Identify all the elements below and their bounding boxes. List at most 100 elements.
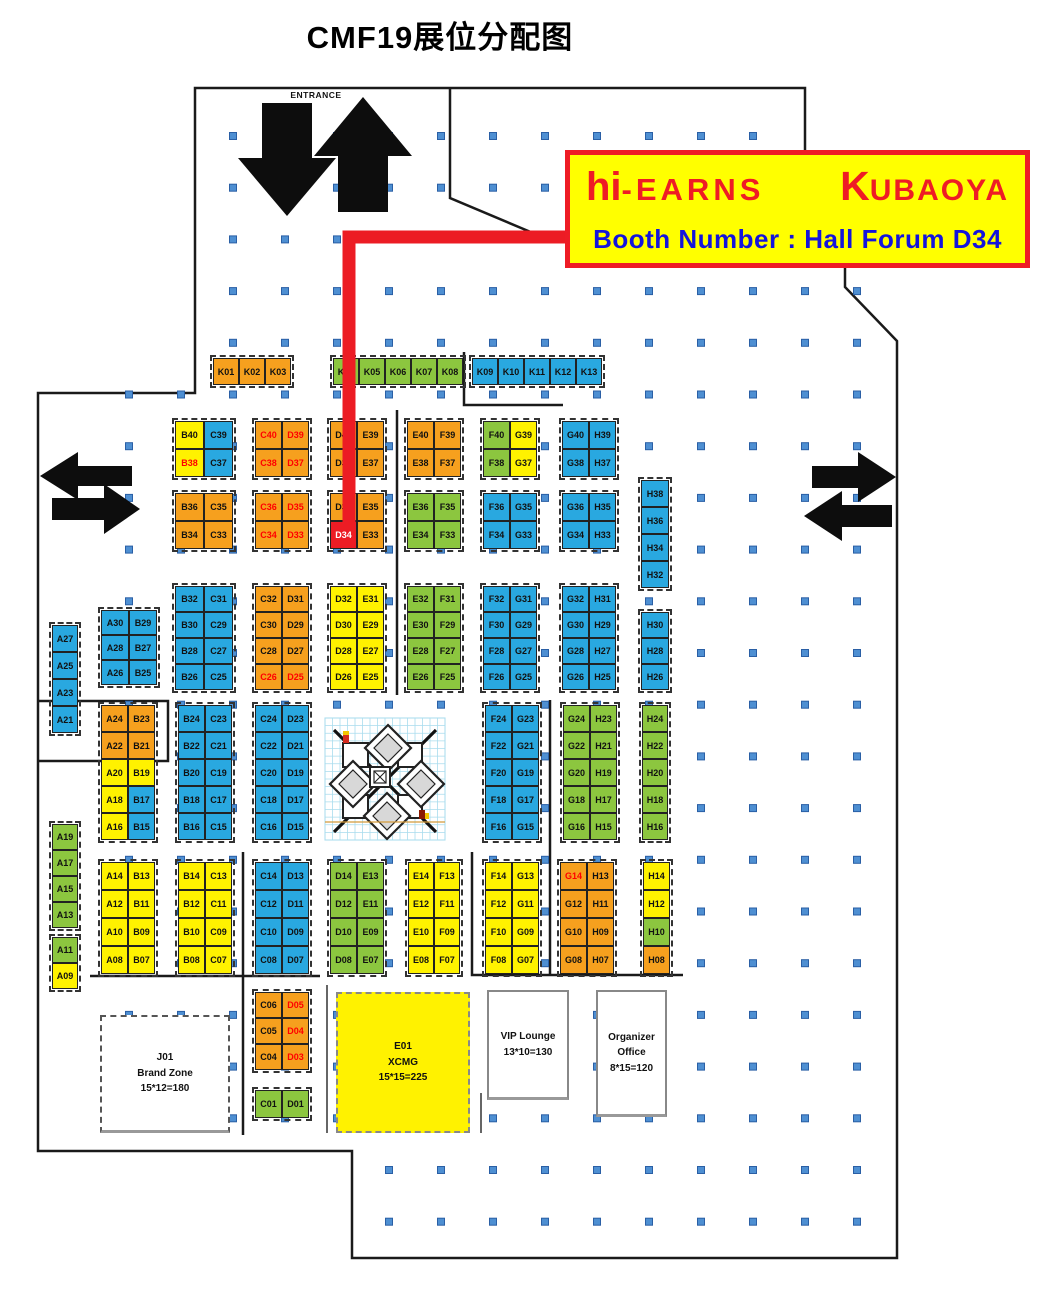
booth-block-outline (560, 702, 620, 843)
booth-H13: H13 (587, 862, 614, 890)
booth-B08: B08 (178, 946, 205, 974)
booth-E26: E26 (407, 664, 434, 690)
booth-C08: C08 (255, 946, 282, 974)
booth-C34: C34 (255, 521, 282, 549)
booth-F24: F24 (485, 705, 512, 732)
hi-earns-logo: hi-EARNS (586, 165, 764, 210)
pillar-dot (645, 132, 653, 140)
pillar-dot (853, 700, 861, 709)
pillar-dot (853, 855, 861, 864)
zone-label-line: 15*12=180 (140, 1083, 190, 1095)
booth-H32: H32 (641, 561, 669, 588)
booth-H12: H12 (643, 890, 670, 918)
booth-C16: C16 (255, 813, 282, 840)
booth-B21: B21 (128, 732, 155, 759)
pillar-dot (385, 1217, 393, 1226)
booth-B34: B34 (175, 521, 204, 549)
pillar-dot (853, 804, 861, 813)
booth-B40: B40 (175, 421, 204, 449)
pillar-dot (801, 287, 809, 296)
booth-G40: G40 (562, 421, 589, 449)
booth-H36: H36 (641, 507, 669, 534)
pillar-dot (697, 132, 705, 140)
pillar-dot (229, 338, 237, 347)
pillar-dot (229, 235, 237, 244)
booth-A23: A23 (52, 679, 78, 706)
booth-E12: E12 (408, 890, 434, 918)
booth-F13: F13 (434, 862, 460, 890)
pillar-dot (489, 132, 497, 140)
booth-F09: F09 (434, 918, 460, 946)
pillar-dot (593, 338, 601, 347)
kubaoya-logo: KUBAOYA (840, 163, 1009, 210)
booth-G10: G10 (560, 918, 587, 946)
pillar-dot (697, 907, 705, 916)
booth-C10: C10 (255, 918, 282, 946)
booth-G36: G36 (562, 493, 589, 521)
booth-block-outline (482, 859, 542, 977)
booth-B23: B23 (128, 705, 155, 732)
booth-D01: D01 (282, 1090, 309, 1118)
brand-row: hi-EARNS KUBAOYA (586, 163, 1009, 210)
booth-A17: A17 (52, 850, 78, 876)
booth-B26: B26 (175, 664, 204, 690)
booth-H14: H14 (643, 862, 670, 890)
booth-G16: G16 (563, 813, 590, 840)
pillar-dot (749, 700, 757, 709)
page-title: CMF19展位分配图 (306, 20, 574, 55)
pillar-dot (697, 442, 705, 451)
pillar-dot (801, 1166, 809, 1174)
booth-H26: H26 (641, 664, 669, 690)
pillar-dot (333, 235, 341, 244)
booth-G14: G14 (560, 862, 587, 890)
zone-org: Organizer Office 8*15=120 (596, 990, 667, 1117)
booth-H17: H17 (590, 786, 617, 813)
pillar-dot (801, 855, 809, 864)
booth-block-outline (405, 859, 463, 977)
booth-H09: H09 (587, 918, 614, 946)
pillar-dot (333, 338, 341, 347)
pillar-dot (593, 390, 601, 399)
zone-label-line: 8*15=120 (609, 1062, 654, 1074)
zone-label-line: 13*10=130 (503, 1046, 553, 1058)
booth-H28: H28 (641, 638, 669, 664)
pillar-dot (333, 390, 341, 399)
pillar-dot (593, 1217, 601, 1226)
pillar-dot (541, 1114, 549, 1123)
pillar-dot (489, 1217, 497, 1226)
booth-C38: C38 (255, 449, 282, 477)
booth-B16: B16 (178, 813, 205, 840)
pillar-dot (853, 959, 861, 968)
booth-G29: G29 (510, 612, 537, 638)
booth-C35: C35 (204, 493, 233, 521)
booth-F12: F12 (485, 890, 512, 918)
pillar-dot (801, 1114, 809, 1123)
booth-D12: D12 (330, 890, 357, 918)
pillar-dot (645, 597, 653, 606)
booth-A21: A21 (52, 706, 78, 733)
zone-label-line: XCMG (388, 1056, 418, 1068)
zone-label-line: Organizer Office (608, 1031, 655, 1059)
booth-B18: B18 (178, 786, 205, 813)
booth-A22: A22 (101, 732, 128, 759)
booth-D14: D14 (330, 862, 357, 890)
booth-block-outline (638, 609, 672, 693)
booth-block-outline (172, 490, 236, 552)
booth-G19: G19 (512, 759, 539, 786)
booth-A19: A19 (52, 824, 78, 850)
pillar-dot (489, 183, 497, 192)
pillar-dot (801, 493, 809, 502)
booth-block-outline (49, 622, 81, 736)
pillar-dot (229, 183, 237, 192)
booth-F08: F08 (485, 946, 512, 974)
pillar-dot (853, 597, 861, 606)
booth-B32: B32 (175, 586, 204, 612)
booth-A11: A11 (52, 937, 78, 963)
booth-C13: C13 (205, 862, 232, 890)
booth-H18: H18 (642, 786, 668, 813)
pillar-dot (853, 1062, 861, 1071)
booth-H11: H11 (587, 890, 614, 918)
pillar-dot (801, 649, 809, 657)
pillar-dot (645, 338, 653, 347)
